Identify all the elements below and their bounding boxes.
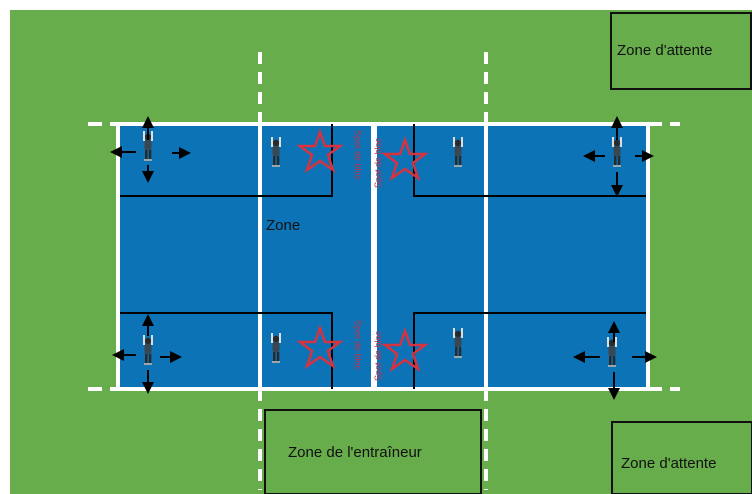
block-spot-label: Spot de bloc bbox=[373, 137, 383, 188]
court-zone-label: Zone bbox=[266, 217, 300, 234]
waiting-zone-top-label: Zone d'attente bbox=[617, 42, 712, 59]
block-spot-label: Spot de bloc bbox=[373, 330, 383, 381]
coach-zone-label: Zone de l'entraîneur bbox=[288, 444, 422, 461]
court bbox=[118, 124, 648, 389]
waiting-zone-bottom-label: Zone d'attente bbox=[621, 455, 716, 472]
block-spot-label: Spot de bloc bbox=[353, 320, 363, 371]
block-spot-label: Spot de bloc bbox=[353, 130, 363, 181]
